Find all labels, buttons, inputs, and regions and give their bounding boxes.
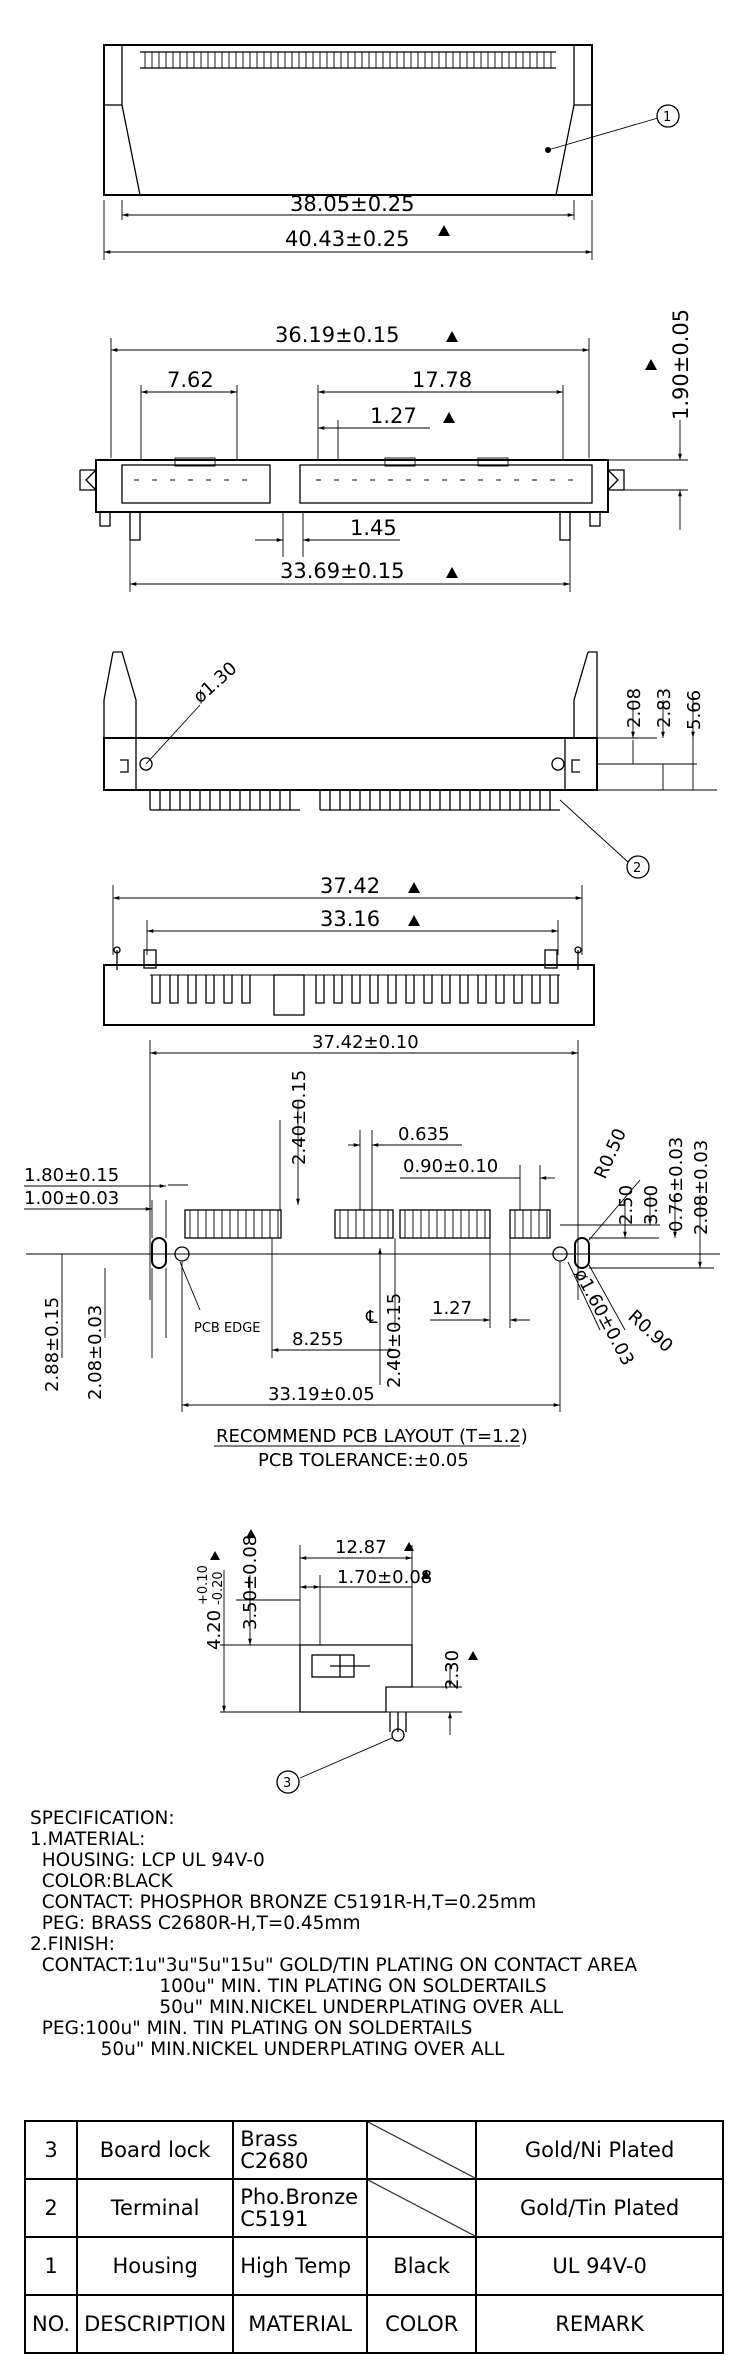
pcb-dim-pad-pitch: 0.90±0.10 <box>403 1156 498 1177</box>
side-view: ø1.30 2.08 2.83 5.66 2 <box>103 651 717 879</box>
technical-drawing: 38.05±0.25 40.43±0.25 1 36.19±0.15 7.62 … <box>24 44 720 1794</box>
spec-line: PEG:100u" MIN. TIN PLATING ON SOLDERTAIL… <box>30 2018 473 2039</box>
bom-remark: UL 94V-0 <box>475 2236 724 2296</box>
pcb-dim-left-b: 1.00±0.03 <box>24 1188 119 1209</box>
bom-no: 1 <box>23 2236 79 2296</box>
pcb-dim-left-a: 1.80±0.15 <box>24 1165 119 1186</box>
bom-material: Pho.Bronze C5191 <box>232 2178 369 2238</box>
bill-of-materials-table: 3 Board lock Brass C2680 Gold/Ni Plated … <box>23 2120 724 2354</box>
spec-line: PEG: BRASS C2680R-H,T=0.45mm <box>30 1913 361 1934</box>
bom-material: Brass C2680 <box>232 2120 369 2180</box>
pcb-dim-8255: 8.255 <box>292 1329 344 1350</box>
table-row: 1 Housing High Temp Black UL 94V-0 <box>23 2236 724 2296</box>
top-view-pins <box>144 52 552 68</box>
spec-title: SPECIFICATION: <box>30 1808 175 1829</box>
top-dim-inner: 38.05±0.25 <box>290 192 414 216</box>
top-dim-outer: 40.43±0.25 <box>285 227 409 251</box>
pcb-pads <box>184 1209 551 1239</box>
front-dim-right-group: 17.78 <box>412 368 472 392</box>
front-dim-gap: 1.45 <box>350 516 397 540</box>
section-dim-170: 1.70±0.08 <box>337 1567 432 1588</box>
pcb-dim-r-300: 3.00 <box>641 1185 662 1225</box>
pcb-dim-top: 2.40±0.15 <box>289 1070 310 1165</box>
spec-line: HOUSING: LCP UL 94V-0 <box>30 1850 265 1871</box>
bom-description: Board lock <box>76 2120 235 2180</box>
pcb-edge-label: PCB EDGE <box>194 1321 260 1336</box>
pcb-dim-bottom-left-b: 2.08±0.03 <box>85 1305 106 1400</box>
pcb-layout-title: RECOMMEND PCB LAYOUT (T=1.2) <box>216 1426 528 1447</box>
pcb-center-mark: ℄ <box>365 1307 378 1328</box>
bom-remark: Gold/Tin Plated <box>475 2178 724 2238</box>
spec-line: 100u" MIN. TIN PLATING ON SOLDERTAILS <box>30 1976 547 1997</box>
front-dim-left-group: 7.62 <box>167 368 214 392</box>
pcb-dim-r-076: 0.76±0.03 <box>666 1137 687 1232</box>
side-dim-b: 2.83 <box>654 688 675 728</box>
pcb-dim-overall: 37.42±0.10 <box>312 1032 419 1053</box>
bom-color <box>366 2120 478 2180</box>
balloon-2: 2 <box>633 861 641 876</box>
section-dim-1287: 12.87 <box>335 1537 387 1558</box>
bom-material: High Temp <box>232 2236 369 2296</box>
spec-line: COLOR:BLACK <box>30 1871 173 1892</box>
front-dim-pcb: 33.69±0.15 <box>280 559 404 583</box>
section-dim-420-tol-minus: -0.20 <box>211 1571 226 1605</box>
pcb-dim-r-top: R0.50 <box>590 1125 631 1182</box>
bom-header-color: COLOR <box>366 2294 478 2354</box>
bottom-dim-inner: 33.16 <box>320 907 380 931</box>
section-dim-350: 3.50±0.08 <box>240 1535 261 1630</box>
bom-header-no: NO. <box>23 2294 79 2354</box>
bom-description: Terminal <box>76 2178 235 2238</box>
pcb-dim-bottom-left-a: 2.88±0.15 <box>42 1297 63 1392</box>
bottom-dim-outer: 37.42 <box>320 874 380 898</box>
table-row: 2 Terminal Pho.Bronze C5191 Gold/Tin Pla… <box>23 2178 724 2238</box>
side-dim-c: 5.66 <box>684 690 705 730</box>
section-dim-420-tol-plus: +0.10 <box>196 1565 211 1605</box>
balloon-1: 1 <box>663 110 671 125</box>
spec-line: 2.FINISH: <box>30 1934 115 1955</box>
balloon-3: 3 <box>283 1776 291 1791</box>
bom-description: Housing <box>76 2236 235 2296</box>
spec-line: CONTACT: PHOSPHOR BRONZE C5191R-H,T=0.25… <box>30 1892 537 1913</box>
bom-no: 2 <box>23 2178 79 2238</box>
table-header-row: NO. DESCRIPTION MATERIAL COLOR REMARK <box>23 2294 724 2354</box>
side-dim-a: 2.08 <box>624 688 645 728</box>
bottom-view: 37.42 33.16 <box>103 874 595 1026</box>
top-view: 38.05±0.25 40.43±0.25 1 <box>103 44 680 260</box>
pcb-dim-pad: 0.635 <box>398 1124 450 1145</box>
pcb-dim-pitch: 1.27 <box>432 1298 472 1319</box>
section-dim-420: 4.20 <box>204 1610 225 1650</box>
table-row: 3 Board lock Brass C2680 Gold/Ni Plated <box>23 2120 724 2180</box>
spec-line: 50u" MIN.NICKEL UNDERPLATING OVER ALL <box>30 2039 505 2060</box>
side-section: 12.87 1.70±0.08 4.20 +0.10 -0.20 3.50±0.… <box>196 1529 478 1794</box>
pcb-dim-bottom-240: 2.40±0.15 <box>384 1293 405 1388</box>
side-view-pins <box>149 790 560 811</box>
bom-header-description: DESCRIPTION <box>76 2294 235 2354</box>
pcb-dim-bottom-overall: 33.19±0.05 <box>268 1384 375 1405</box>
side-dim-hole: ø1.30 <box>189 658 241 708</box>
bom-color <box>366 2178 478 2238</box>
bom-color: Black <box>366 2236 478 2296</box>
specification-block: SPECIFICATION: 1.MATERIAL: HOUSING: LCP … <box>30 1808 730 2060</box>
front-dim-overall: 36.19±0.15 <box>275 323 399 347</box>
spec-line: 50u" MIN.NICKEL UNDERPLATING OVER ALL <box>30 1997 564 2018</box>
pcb-dim-r-250: 2.50 <box>616 1185 637 1225</box>
section-dim-230: 2.30 <box>442 1650 463 1690</box>
bom-remark: Gold/Ni Plated <box>475 2120 724 2180</box>
front-view: 36.19±0.15 7.62 17.78 1.27 1.45 <box>79 309 693 592</box>
pcb-dim-r-208: 2.08±0.03 <box>691 1140 712 1235</box>
bom-header-remark: REMARK <box>475 2294 724 2354</box>
front-dim-pitch: 1.27 <box>370 404 417 428</box>
pcb-layout: 37.42±0.10 2.40±0.15 0.635 0.90±0.10 <box>24 1032 720 1471</box>
spec-line: 1.MATERIAL: <box>30 1829 146 1850</box>
bom-header-material: MATERIAL <box>232 2294 369 2354</box>
pcb-tolerance: PCB TOLERANCE:±0.05 <box>258 1450 469 1471</box>
front-dim-height: 1.90±0.05 <box>669 309 693 420</box>
spec-line: CONTACT:1u"3u"5u"15u" GOLD/TIN PLATING O… <box>30 1955 638 1976</box>
bom-no: 3 <box>23 2120 79 2180</box>
bottom-view-pins <box>150 974 560 1004</box>
